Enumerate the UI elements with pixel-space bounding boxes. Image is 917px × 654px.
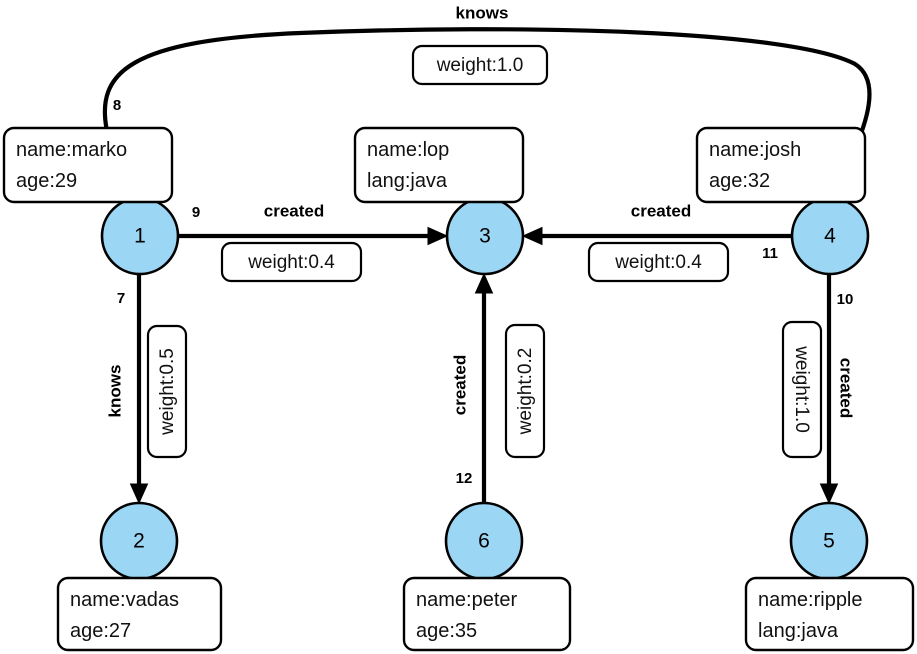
property-box-rect-6[interactable] [402,576,572,652]
weight-box-rect-10[interactable] [781,320,823,459]
node-id-label-4: 4 [824,225,836,248]
arrowhead-10 [819,483,839,505]
node-6[interactable]: 6 [444,501,524,581]
property-box-1[interactable]: name:marko age:29 [2,126,174,204]
property-box-rect-3[interactable] [353,126,525,204]
edge-label-10: created [837,358,856,418]
property-text-3-1: lang:java [367,170,448,192]
edge-label-group-8: knows 8 [112,2,510,115]
weight-box-9[interactable]: weight:0.4 [220,241,363,283]
property-text-6-1: age:35 [416,620,477,642]
property-text-4-0: name:josh [709,139,801,161]
arrowhead-12 [474,272,494,294]
property-box-rect-4[interactable] [695,126,867,204]
weight-box-12[interactable]: weight:0.2 [504,323,546,459]
arrowhead-7 [129,483,149,505]
weight-box-text-8: weight:1.0 [436,55,524,76]
node-2[interactable]: 2 [99,501,179,581]
edge-label-group-9: created 9 [191,200,326,222]
property-text-5-1: lang:java [758,620,839,642]
weight-box-rect-12[interactable] [504,323,546,459]
node-5[interactable]: 5 [789,501,869,581]
weight-box-rect-11[interactable] [587,241,730,283]
property-boxes-layer: name:marko age:29 name:vadas age:27 name:lop… [2,126,915,652]
edge-11[interactable] [521,226,792,246]
edge-id-label-9: 9 [192,204,200,221]
edge-7[interactable] [129,274,149,505]
edge-id-label-10: 10 [837,291,854,308]
edge-id-label-12: 12 [456,470,473,487]
weight-box-text-10: weight:1.0 [791,345,812,433]
property-box-rect-5[interactable] [744,576,915,652]
property-box-5[interactable]: name:ripple lang:java [744,576,915,652]
edge-labels-layer: knows8created9knows7created11created10cr… [104,2,857,488]
edge-9[interactable] [178,226,449,246]
node-id-label-2: 2 [133,530,145,553]
weight-box-text-9: weight:0.4 [247,252,335,273]
arrowhead-9 [427,226,449,246]
property-box-2[interactable]: name:vadas age:27 [56,576,223,652]
edge-12[interactable] [474,272,494,503]
edge-label-group-10: created 10 [835,290,857,420]
weight-box-11[interactable]: weight:0.4 [587,241,730,283]
weight-box-8[interactable]: weight:1.0 [411,44,549,86]
property-box-rect-1[interactable] [2,126,174,204]
edge-label-9: created [264,201,324,220]
node-3[interactable]: 3 [445,196,525,276]
node-id-label-5: 5 [823,530,835,553]
weight-boxes-layer: weight:1.0 weight:0.4 weight:0.5 weight:0.4… [146,44,823,459]
arrowhead-11 [521,226,543,246]
edge-label-group-12: created 12 [449,353,473,488]
edge-label-8: knows [456,3,509,22]
property-box-4[interactable]: name:josh age:32 [695,126,867,204]
weight-box-text-11: weight:0.4 [614,252,702,273]
property-text-1-0: name:marko [16,139,127,161]
property-text-2-0: name:vadas [70,589,179,611]
property-text-3-0: name:lop [367,139,449,161]
weight-box-10[interactable]: weight:1.0 [781,320,823,459]
node-id-label-3: 3 [479,225,491,248]
property-text-2-1: age:27 [70,620,131,642]
edges-layer [102,27,872,505]
property-box-6[interactable]: name:peter age:35 [402,576,572,652]
edge-label-group-7: knows 7 [104,289,126,419]
node-id-label-6: 6 [478,530,490,553]
weight-box-rect-8[interactable] [411,44,549,86]
weight-box-rect-9[interactable] [220,241,363,283]
weight-box-rect-7[interactable] [146,324,188,459]
edge-path-8 [102,27,872,171]
node-4[interactable]: 4 [790,196,870,276]
property-text-4-1: age:32 [709,170,770,192]
edge-10[interactable] [819,274,839,505]
node-id-label-1: 1 [134,225,146,248]
edge-label-11: created [631,201,691,220]
edge-id-label-11: 11 [762,245,778,262]
edge-id-label-8: 8 [113,97,121,114]
weight-box-text-7: weight:0.5 [157,348,178,436]
property-text-5-0: name:ripple [758,589,863,611]
edge-id-label-7: 7 [117,290,125,307]
edge-label-group-11: created 11 [629,200,779,263]
edge-label-7: knows [105,365,124,418]
node-1[interactable]: 1 [100,196,180,276]
property-box-rect-2[interactable] [56,576,223,652]
weight-box-text-12: weight:0.2 [515,348,536,436]
weight-box-7[interactable]: weight:0.5 [146,324,188,459]
edge-label-12: created [450,355,469,415]
property-text-6-0: name:peter [416,589,518,611]
property-box-3[interactable]: name:lop lang:java [353,126,525,204]
property-text-1-1: age:29 [16,170,77,192]
